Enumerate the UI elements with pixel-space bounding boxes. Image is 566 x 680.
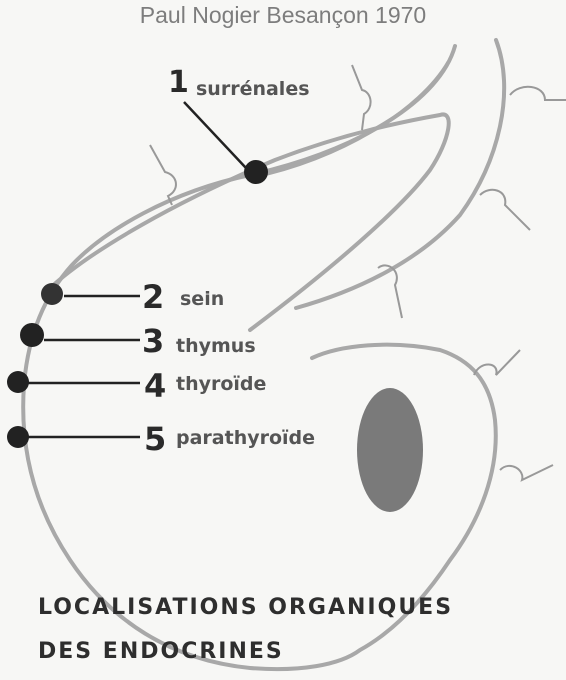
- header-title: Paul Nogier Besançon 1970: [139, 2, 427, 28]
- ear-outer-contour: [21, 44, 498, 672]
- ear-lobe-shading: [357, 388, 423, 512]
- caption-line-2: DES ENDOCRINES: [38, 639, 284, 664]
- point-4-number: 4: [144, 367, 166, 405]
- point-5-number: 5: [144, 420, 166, 458]
- point-3-name: thymus: [176, 335, 256, 357]
- point-3: 3 thymus: [20, 322, 256, 360]
- point-5-dot: [7, 426, 29, 448]
- caption-line-1: LOCALISATIONS ORGANIQUES: [38, 595, 453, 620]
- point-5-name: parathyroïde: [176, 427, 315, 449]
- point-4: 4 thyroïde: [7, 367, 266, 405]
- point-1: 1 surrénales: [168, 65, 310, 184]
- point-1-dot: [244, 160, 268, 184]
- point-2-dot: [41, 283, 63, 305]
- ear-edge-arc: [248, 60, 450, 180]
- point-3-dot: [20, 323, 44, 347]
- point-5: 5 parathyroïde: [7, 420, 315, 458]
- point-2: 2 sein: [41, 278, 224, 316]
- point-3-number: 3: [142, 322, 164, 360]
- hook-marker: [149, 64, 566, 482]
- point-4-name: thyroïde: [176, 373, 266, 395]
- point-2-name: sein: [180, 288, 224, 310]
- ear-antihelix: [46, 112, 451, 332]
- point-1-name: surrénales: [196, 78, 310, 100]
- ear-helix-arc: [294, 38, 507, 310]
- point-4-dot: [7, 371, 29, 393]
- point-2-number: 2: [142, 278, 164, 316]
- point-1-number: 1: [168, 65, 189, 100]
